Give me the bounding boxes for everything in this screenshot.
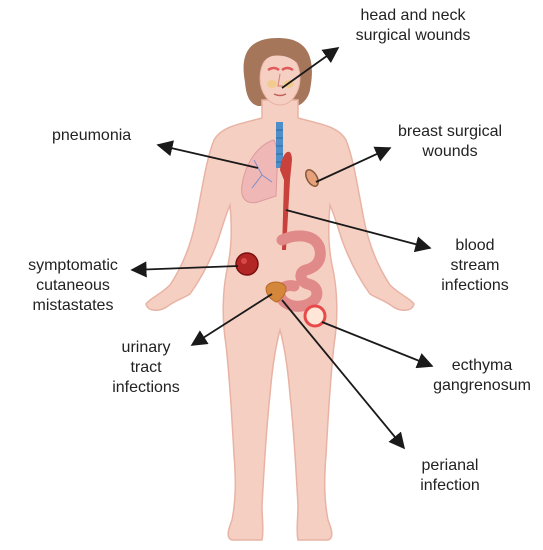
label-pneumonia: pneumonia [52,127,132,144]
label-perianal: perianal infection [420,457,480,494]
label-blood: blood stream infections [441,237,509,294]
label-head-neck: head and neck surgical wounds [355,7,471,44]
cutaneous-lesion [235,252,259,276]
arrow-perianal [281,299,406,450]
arrows [130,47,434,450]
hair-fringe [257,42,303,70]
mouth [273,93,287,97]
arrow-urinary [190,293,273,346]
arrow-ecthyma [321,321,434,369]
arrow-blood [285,209,432,253]
arrow-head-neck [281,47,340,89]
breast-wound [305,169,319,187]
sinus-marks [267,66,294,72]
ecthyma-lesion [303,304,327,328]
aorta [280,151,292,250]
body-silhouette [145,99,415,541]
label-breast: breast surgical wounds [397,123,503,160]
arrow-pneumonia [156,140,259,169]
arrow-breast [315,146,392,183]
bladder [265,281,287,303]
label-ecthyma: ecthyma gangrenosum [433,357,531,394]
label-cutaneous: symptomatic cutaneous mistastates [28,257,118,314]
label-urinary: urinary tract infections [112,339,180,396]
trachea [276,122,283,168]
arrow-cutaneous [130,261,239,278]
